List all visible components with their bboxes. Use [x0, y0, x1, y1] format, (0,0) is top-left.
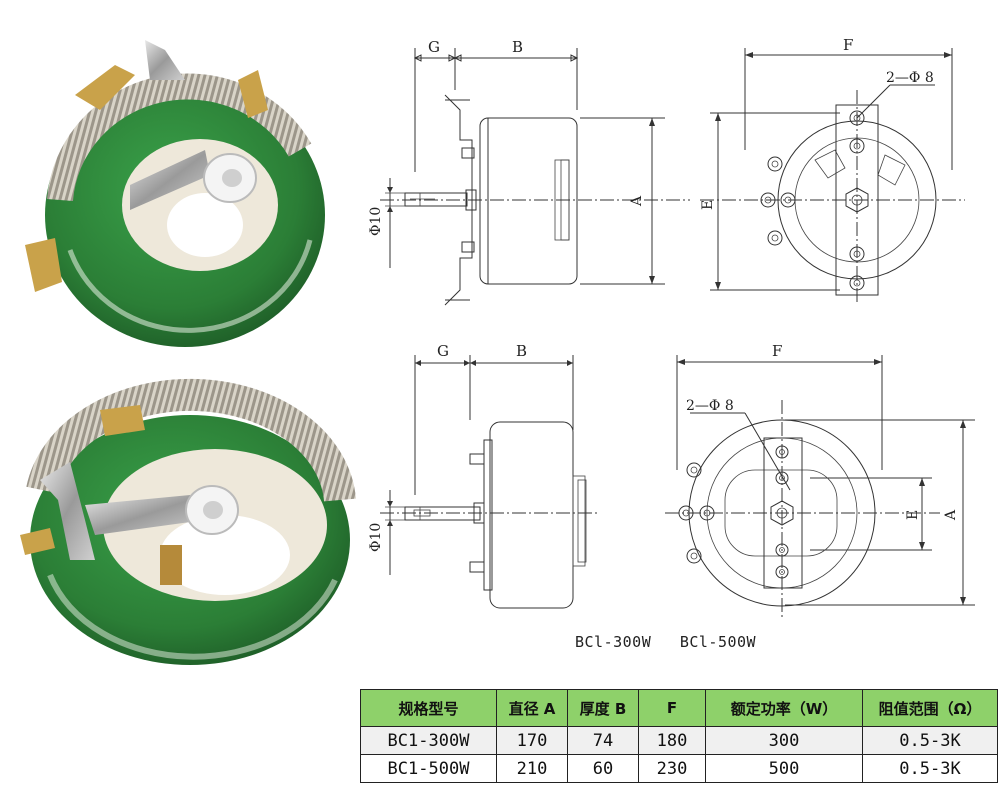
header-rated-power: 额定功率（W）	[705, 689, 863, 727]
cell-thickness-b: 60	[567, 754, 639, 783]
cell-model: BC1-300W	[360, 726, 497, 755]
spec-table: 规格型号 直径 A 厚度 B F 额定功率（W） 阻值范围（Ω） BC1-300…	[360, 689, 998, 783]
top-dim-f: F	[843, 36, 853, 54]
top-dim-shaft: Φ10	[368, 207, 384, 236]
top-dim-g: G	[428, 38, 440, 56]
bottom-dim-holes: 2—Φ 8	[686, 398, 734, 414]
bottom-dim-a: A	[943, 509, 959, 521]
top-dim-holes: 2—Φ 8	[886, 70, 934, 86]
cell-f: 180	[638, 726, 706, 755]
front-view-top	[700, 48, 965, 305]
rheostat-photo-top	[25, 40, 325, 347]
header-model: 规格型号	[360, 689, 497, 727]
cell-model: BC1-500W	[360, 754, 497, 783]
top-dim-a: A	[629, 195, 645, 207]
bottom-dim-g: G	[437, 342, 449, 360]
bottom-dim-f: F	[772, 342, 782, 360]
top-dim-b: B	[512, 38, 523, 56]
header-diameter-a: 直径 A	[496, 689, 568, 727]
table-row: BC1-300W 170 74 180 300 0.5-3K	[360, 726, 998, 755]
cell-diameter-a: 210	[496, 754, 568, 783]
header-resistance-range: 阻值范围（Ω）	[862, 689, 998, 727]
cell-thickness-b: 74	[567, 726, 639, 755]
spec-table-header-row: 规格型号 直径 A 厚度 B F 额定功率（W） 阻值范围（Ω）	[360, 689, 998, 727]
cell-rated-power: 300	[705, 726, 863, 755]
rheostat-photo-bottom	[20, 378, 356, 665]
cell-f: 230	[638, 754, 706, 783]
cell-rated-power: 500	[705, 754, 863, 783]
side-view-bottom	[380, 355, 600, 609]
cell-resistance-range: 0.5-3K	[862, 726, 998, 755]
top-dim-e: E	[700, 200, 716, 210]
bottom-dim-shaft: Φ10	[368, 523, 384, 552]
header-f: F	[638, 689, 706, 727]
header-thickness-b: 厚度 B	[567, 689, 639, 727]
side-view-top	[380, 48, 690, 306]
model-caption: BCl-300W BCl-500W	[575, 633, 757, 651]
bottom-dim-e: E	[905, 510, 921, 520]
cell-diameter-a: 170	[496, 726, 568, 755]
bottom-dim-b: B	[516, 342, 527, 360]
front-view-bottom	[665, 355, 975, 620]
table-row: BC1-500W 210 60 230 500 0.5-3K	[360, 754, 998, 783]
cell-resistance-range: 0.5-3K	[862, 754, 998, 783]
